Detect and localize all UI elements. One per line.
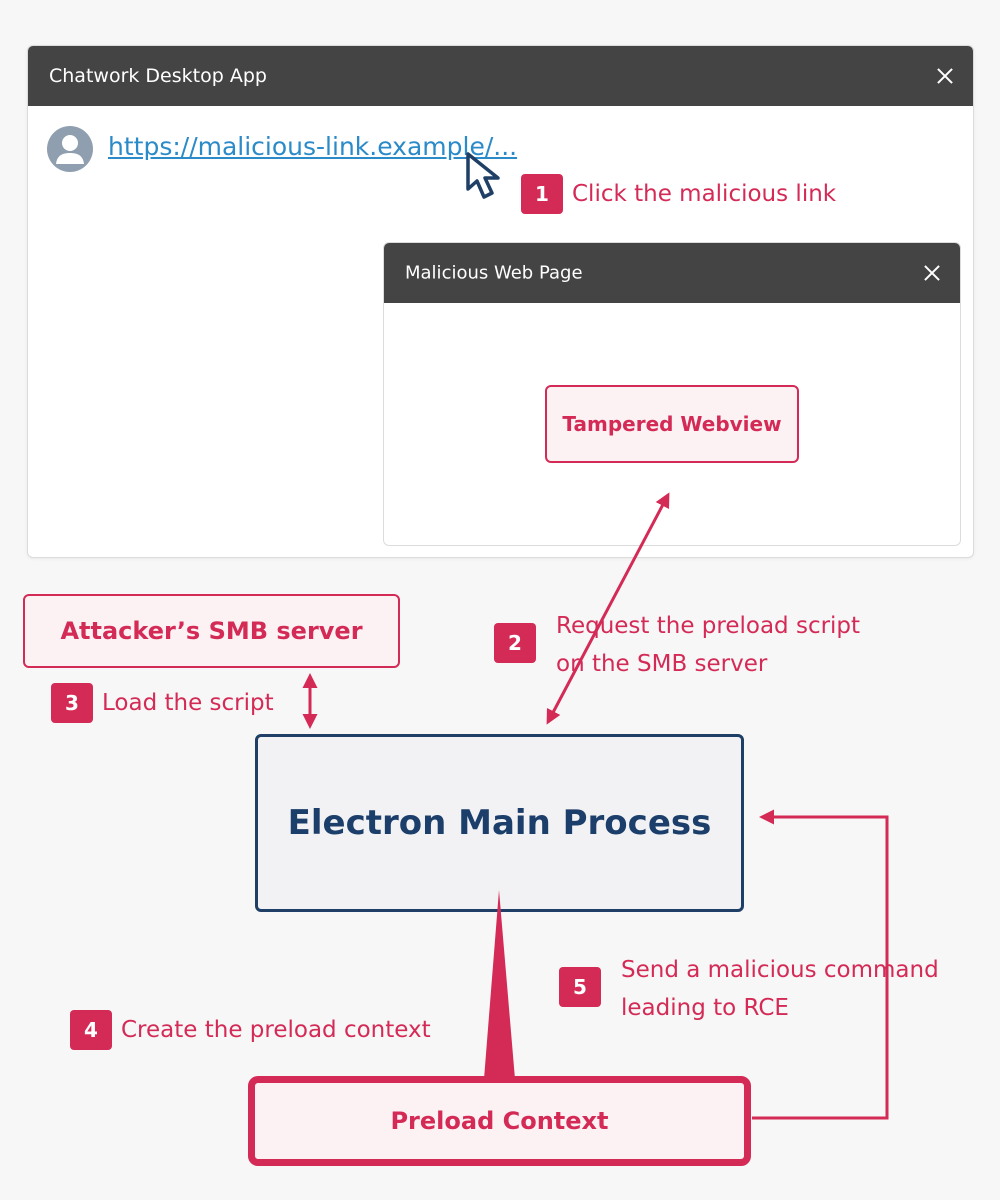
step-1-label: Click the malicious link xyxy=(572,181,837,207)
mouse-cursor-icon xyxy=(466,152,500,199)
app-titlebar: Chatwork Desktop App xyxy=(28,46,973,106)
step-2-badge: 2 xyxy=(494,623,536,663)
step-5-badge: 5 xyxy=(559,967,601,1007)
malicious-web-page-window: Malicious Web Page Tampered Webview xyxy=(383,242,961,546)
malicious-link[interactable]: https://malicious-link.example/... xyxy=(108,132,518,161)
step-4-badge: 4 xyxy=(70,1010,112,1050)
electron-main-process-box: Electron Main Process xyxy=(255,734,744,912)
arrow-malicious-command xyxy=(752,809,889,1120)
malicious-titlebar: Malicious Web Page xyxy=(384,243,960,303)
tampered-webview-box: Tampered Webview xyxy=(545,385,799,463)
step-2-label-line-2: on the SMB server xyxy=(556,651,768,677)
step-5-label-line-1: Send a malicious command xyxy=(621,957,939,983)
arrow-request-preload xyxy=(546,492,670,725)
smb-server-box: Attacker’s SMB server xyxy=(23,594,400,668)
step-4-label: Create the preload context xyxy=(121,1017,431,1043)
step-3-label: Load the script xyxy=(102,690,274,716)
avatar-icon xyxy=(47,126,93,172)
preload-context-box: Preload Context xyxy=(248,1076,751,1166)
step-5-label-line-2: leading to RCE xyxy=(621,995,789,1021)
step-3-badge: 3 xyxy=(51,683,93,723)
wedge-create-preload xyxy=(484,890,515,1079)
step-1-badge: 1 xyxy=(521,174,563,214)
malicious-window-title: Malicious Web Page xyxy=(405,262,583,284)
app-window-title: Chatwork Desktop App xyxy=(49,65,267,87)
step-2-label-line-1: Request the preload script xyxy=(556,613,861,639)
